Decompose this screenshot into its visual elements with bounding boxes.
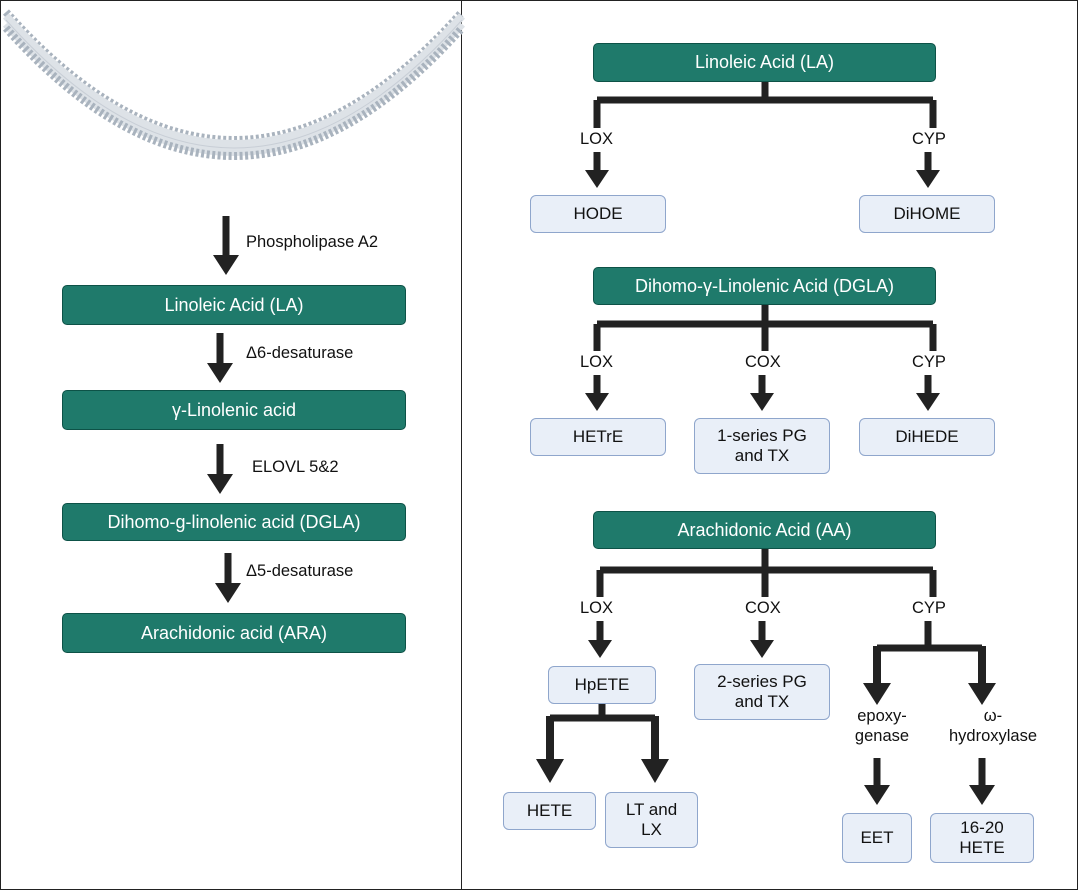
16-20-hete-line1: 16-20: [960, 818, 1004, 837]
phospholipase-a2-label: Phospholipase A2: [246, 233, 379, 251]
16-20-hete-box: 16-20 HETE: [930, 813, 1034, 863]
epoxygenase-line1: epoxy-: [857, 707, 907, 725]
arrows-layer: [207, 152, 996, 805]
hetre-box: HETrE: [530, 418, 666, 456]
aa-cox-label: COX: [745, 599, 781, 617]
delta5-desaturase-label: Δ5-desaturase: [246, 562, 354, 580]
epoxygenase-line2: genase: [854, 727, 910, 745]
arrow-elovl: [207, 444, 233, 494]
left-box-linoleic-acid: Linoleic Acid (LA): [62, 285, 406, 325]
dgla-cox-label: COX: [745, 353, 781, 371]
1-series-pg-line2: and TX: [734, 446, 790, 465]
dgla-lox-label: LOX: [580, 353, 614, 371]
arrow-dgla-cox: [750, 375, 774, 411]
lt-lx-line1: LT and: [625, 800, 678, 819]
2-series-pg-line2: and TX: [734, 692, 790, 711]
hete-box: HETE: [503, 792, 596, 830]
epoxygenase-label: epoxy- genase: [842, 706, 922, 746]
left-box-dgla: Dihomo-g-linolenic acid (DGLA): [62, 503, 406, 541]
arrow-hpete-lt-lx: [641, 716, 669, 783]
connector-lines: [550, 82, 982, 722]
16-20-hete-line2: HETE: [959, 838, 1005, 857]
omega-hydroxylase-label: ω- hydroxylase: [938, 706, 1048, 746]
arrow-dgla-lox: [585, 375, 609, 411]
arrow-omega-hydroxylase: [968, 646, 996, 705]
arrow-delta5: [215, 553, 241, 603]
omega-hydroxylase-line2: hydroxylase: [948, 727, 1038, 745]
elovl-label: ELOVL 5&2: [252, 458, 339, 476]
membrane-bilayer: [3, 9, 465, 160]
arrow-la-lox: [585, 152, 609, 188]
hpete-box: HpETE: [548, 666, 656, 704]
hode-box: HODE: [530, 195, 666, 233]
la-cyp-label: CYP: [912, 130, 946, 148]
arrow-16-20-hete: [969, 758, 995, 805]
arrow-eet: [864, 758, 890, 805]
arrow-delta6: [207, 333, 233, 383]
dihede-box: DiHEDE: [859, 418, 995, 456]
arrow-aa-cox: [750, 621, 774, 658]
arrow-dgla-cyp: [916, 375, 940, 411]
aa-lox-label: LOX: [580, 599, 614, 617]
aa-source-box: Arachidonic Acid (AA): [593, 511, 936, 549]
dihome-box: DiHOME: [859, 195, 995, 233]
2-series-pg-tx-box: 2-series PG and TX: [694, 664, 830, 720]
omega-hydroxylase-line1: ω-: [983, 707, 1003, 725]
arrow-hpete-hete: [536, 716, 564, 783]
la-lox-label: LOX: [580, 130, 614, 148]
lt-lx-line2: LX: [641, 820, 662, 839]
arrow-aa-lox: [588, 621, 612, 658]
aa-cyp-label: CYP: [912, 599, 946, 617]
left-box-arachidonic-acid: Arachidonic acid (ARA): [62, 613, 406, 653]
1-series-pg-line1: 1-series PG: [717, 426, 807, 445]
delta6-desaturase-label: Δ6-desaturase: [246, 344, 354, 362]
dgla-source-box: Dihomo-γ-Linolenic Acid (DGLA): [593, 267, 936, 305]
la-source-box: Linoleic Acid (LA): [593, 43, 936, 82]
2-series-pg-line1: 2-series PG: [717, 672, 807, 691]
lt-lx-box: LT and LX: [605, 792, 698, 848]
dgla-cyp-label: CYP: [912, 353, 946, 371]
arrow-epoxygenase: [863, 646, 891, 705]
1-series-pg-tx-box: 1-series PG and TX: [694, 418, 830, 474]
arrow-la-cyp: [916, 152, 940, 188]
eet-box: EET: [842, 813, 912, 863]
arrow-phospholipase-a2: [213, 216, 239, 275]
left-box-gamma-linolenic-acid: γ-Linolenic acid: [62, 390, 406, 430]
